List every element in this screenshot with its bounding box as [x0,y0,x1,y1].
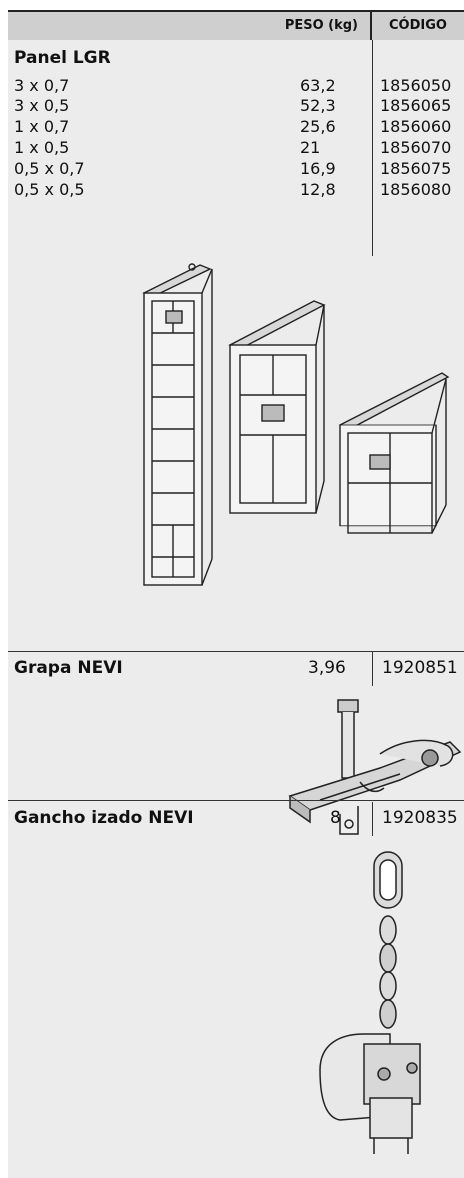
grapa-code: 1920851 [382,658,458,678]
table-row: 0,5 x 0,7 16,9 1856075 [14,159,464,179]
table-row: 3 x 0,7 63,2 1856050 [14,76,464,96]
code-column-rule [372,652,373,686]
section-divider [8,800,464,801]
row-code: 1856075 [380,159,452,178]
row-weight: 63,2 [300,76,336,95]
header-divider [370,12,372,40]
row-weight: 25,6 [300,117,336,136]
table-row: 1 x 0,5 21 1856070 [14,138,464,158]
panel-lgr-illustration [142,263,450,586]
header-weight: PESO (kg) [8,12,370,40]
table-row: 3 x 0,5 52,3 1856065 [14,96,464,116]
row-code: 1856070 [380,138,452,157]
gancho-title: Gancho izado NEVI [14,808,194,828]
table-row: 1 x 0,7 25,6 1856060 [14,117,464,137]
row-weight: 52,3 [300,96,336,115]
row-code: 1856065 [380,96,452,115]
row-dimension: 1 x 0,5 [14,138,70,157]
panel-title: Panel LGR [14,48,111,68]
grapa-nevi-illustration [288,699,462,835]
row-dimension: 3 x 0,7 [14,76,70,95]
code-column-rule [372,40,373,256]
row-dimension: 1 x 0,7 [14,117,70,136]
row-weight: 21 [300,138,321,157]
table-top-rule [8,10,464,12]
gancho-code: 1920835 [382,808,458,828]
row-dimension: 0,5 x 0,5 [14,180,85,199]
row-code: 1856060 [380,117,452,136]
row-weight: 12,8 [300,180,336,199]
row-weight: 16,9 [300,159,336,178]
gancho-weight: 8 [330,808,341,828]
row-code: 1856050 [380,76,452,95]
row-code: 1856080 [380,180,452,199]
grapa-title: Grapa NEVI [14,658,123,678]
gancho-izado-illustration [319,851,421,1154]
code-column-rule [372,802,373,836]
row-dimension: 3 x 0,5 [14,96,70,115]
grapa-weight: 3,96 [308,658,346,678]
row-dimension: 0,5 x 0,7 [14,159,85,178]
header-code: CÓDIGO [372,12,464,40]
table-row: 0,5 x 0,5 12,8 1856080 [14,180,464,200]
section-divider [8,651,464,652]
